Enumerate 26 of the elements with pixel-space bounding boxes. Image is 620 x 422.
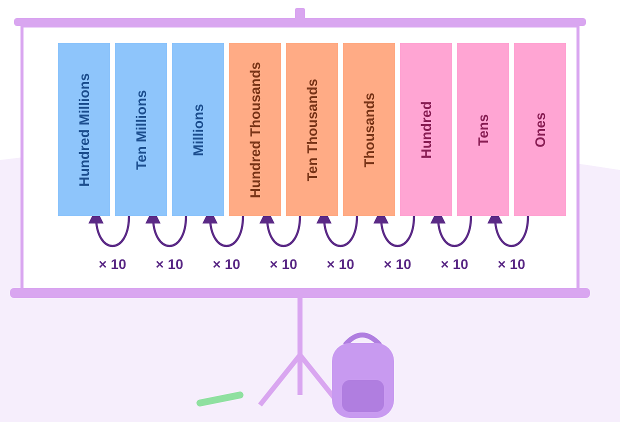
place-value-column: [514, 43, 566, 216]
place-value-name: Hundred Thousands: [247, 61, 263, 198]
place-value-name: Hundred Millions: [76, 72, 92, 186]
place-value-name: Ten Millions: [133, 90, 149, 170]
edge-label: × 10: [212, 256, 240, 272]
place-value-name: Thousands: [361, 92, 377, 167]
place-value-column: [343, 43, 395, 216]
place-value-column: [457, 43, 509, 216]
edge-label: × 10: [498, 256, 526, 272]
place-value-name: Ones: [532, 112, 548, 147]
edge-label: × 10: [384, 256, 412, 272]
place-value-name: Hundred: [418, 100, 434, 158]
place-value-name: Tens: [475, 114, 491, 146]
edge-label: × 10: [156, 256, 184, 272]
edge-label: × 10: [98, 256, 126, 272]
place-value-name: Millions: [190, 103, 206, 156]
place-value-name: Ten Thousands: [304, 78, 320, 181]
edge-label: × 10: [326, 256, 354, 272]
place-value-column: [58, 43, 110, 216]
place-value-column: [229, 43, 281, 216]
edge-label: × 10: [270, 256, 298, 272]
place-value-column: [172, 43, 224, 216]
place-value-column: [400, 43, 452, 216]
place-value-column: [115, 43, 167, 216]
edge-label: × 10: [440, 256, 468, 272]
place-value-column: [286, 43, 338, 216]
